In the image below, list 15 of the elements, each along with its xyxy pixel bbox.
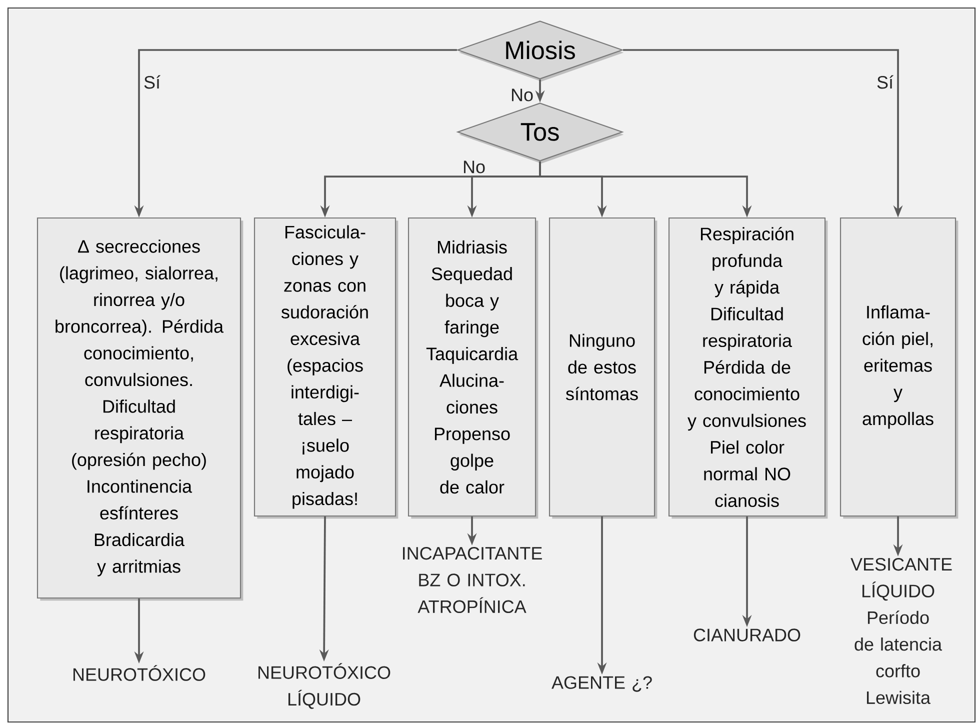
outcome-text: NEUROTÓXICO LÍQUIDO xyxy=(258,663,390,709)
symptom-box: Δ secrecciones (lagrimeo, sialorrea, rinorrea y/o broncorrea). Pérdida conocimiento, convulsiones. Dificultad respiratoria (opresión pecho) Incontinencia esfínteres Bradicardia y arritmias xyxy=(36,217,244,601)
symptom-box: Ninguno de estos síntomas xyxy=(548,217,658,519)
edge-label: Sí xyxy=(142,74,162,90)
symptom-box: Inflama- ción piel, eritemas y ampollas xyxy=(840,217,958,519)
symptom-box: Respiración profunda y rápida Dificultad respiratoria Pérdida de conocimiento y convulsiones Piel color normal NO cianosis xyxy=(668,217,828,519)
outcome-text: CIANURADO xyxy=(694,628,800,642)
outcome-text: INCAPACITANTE BZ O INTOX. ATROPÍNICA xyxy=(402,546,542,614)
edge-label: Sí xyxy=(875,74,895,90)
edge-label: No xyxy=(509,87,535,103)
symptom-box: Midriasis Sequedad boca y faringe Taquicardia Alucina- ciones Propenso golpe de calor xyxy=(408,217,538,519)
symptom-box: Fascicula- ciones y zonas con sudoración excesiva (espacios interdigi- tales – ¡suelo mojado pisadas! xyxy=(254,217,398,519)
outcome-text: VESICANTE LÍQUIDO Período de latencia corfto Lewisita xyxy=(850,558,952,704)
outcome-text: NEUROTÓXICO xyxy=(73,665,206,681)
outcome-text: AGENTE ¿? xyxy=(552,676,652,692)
